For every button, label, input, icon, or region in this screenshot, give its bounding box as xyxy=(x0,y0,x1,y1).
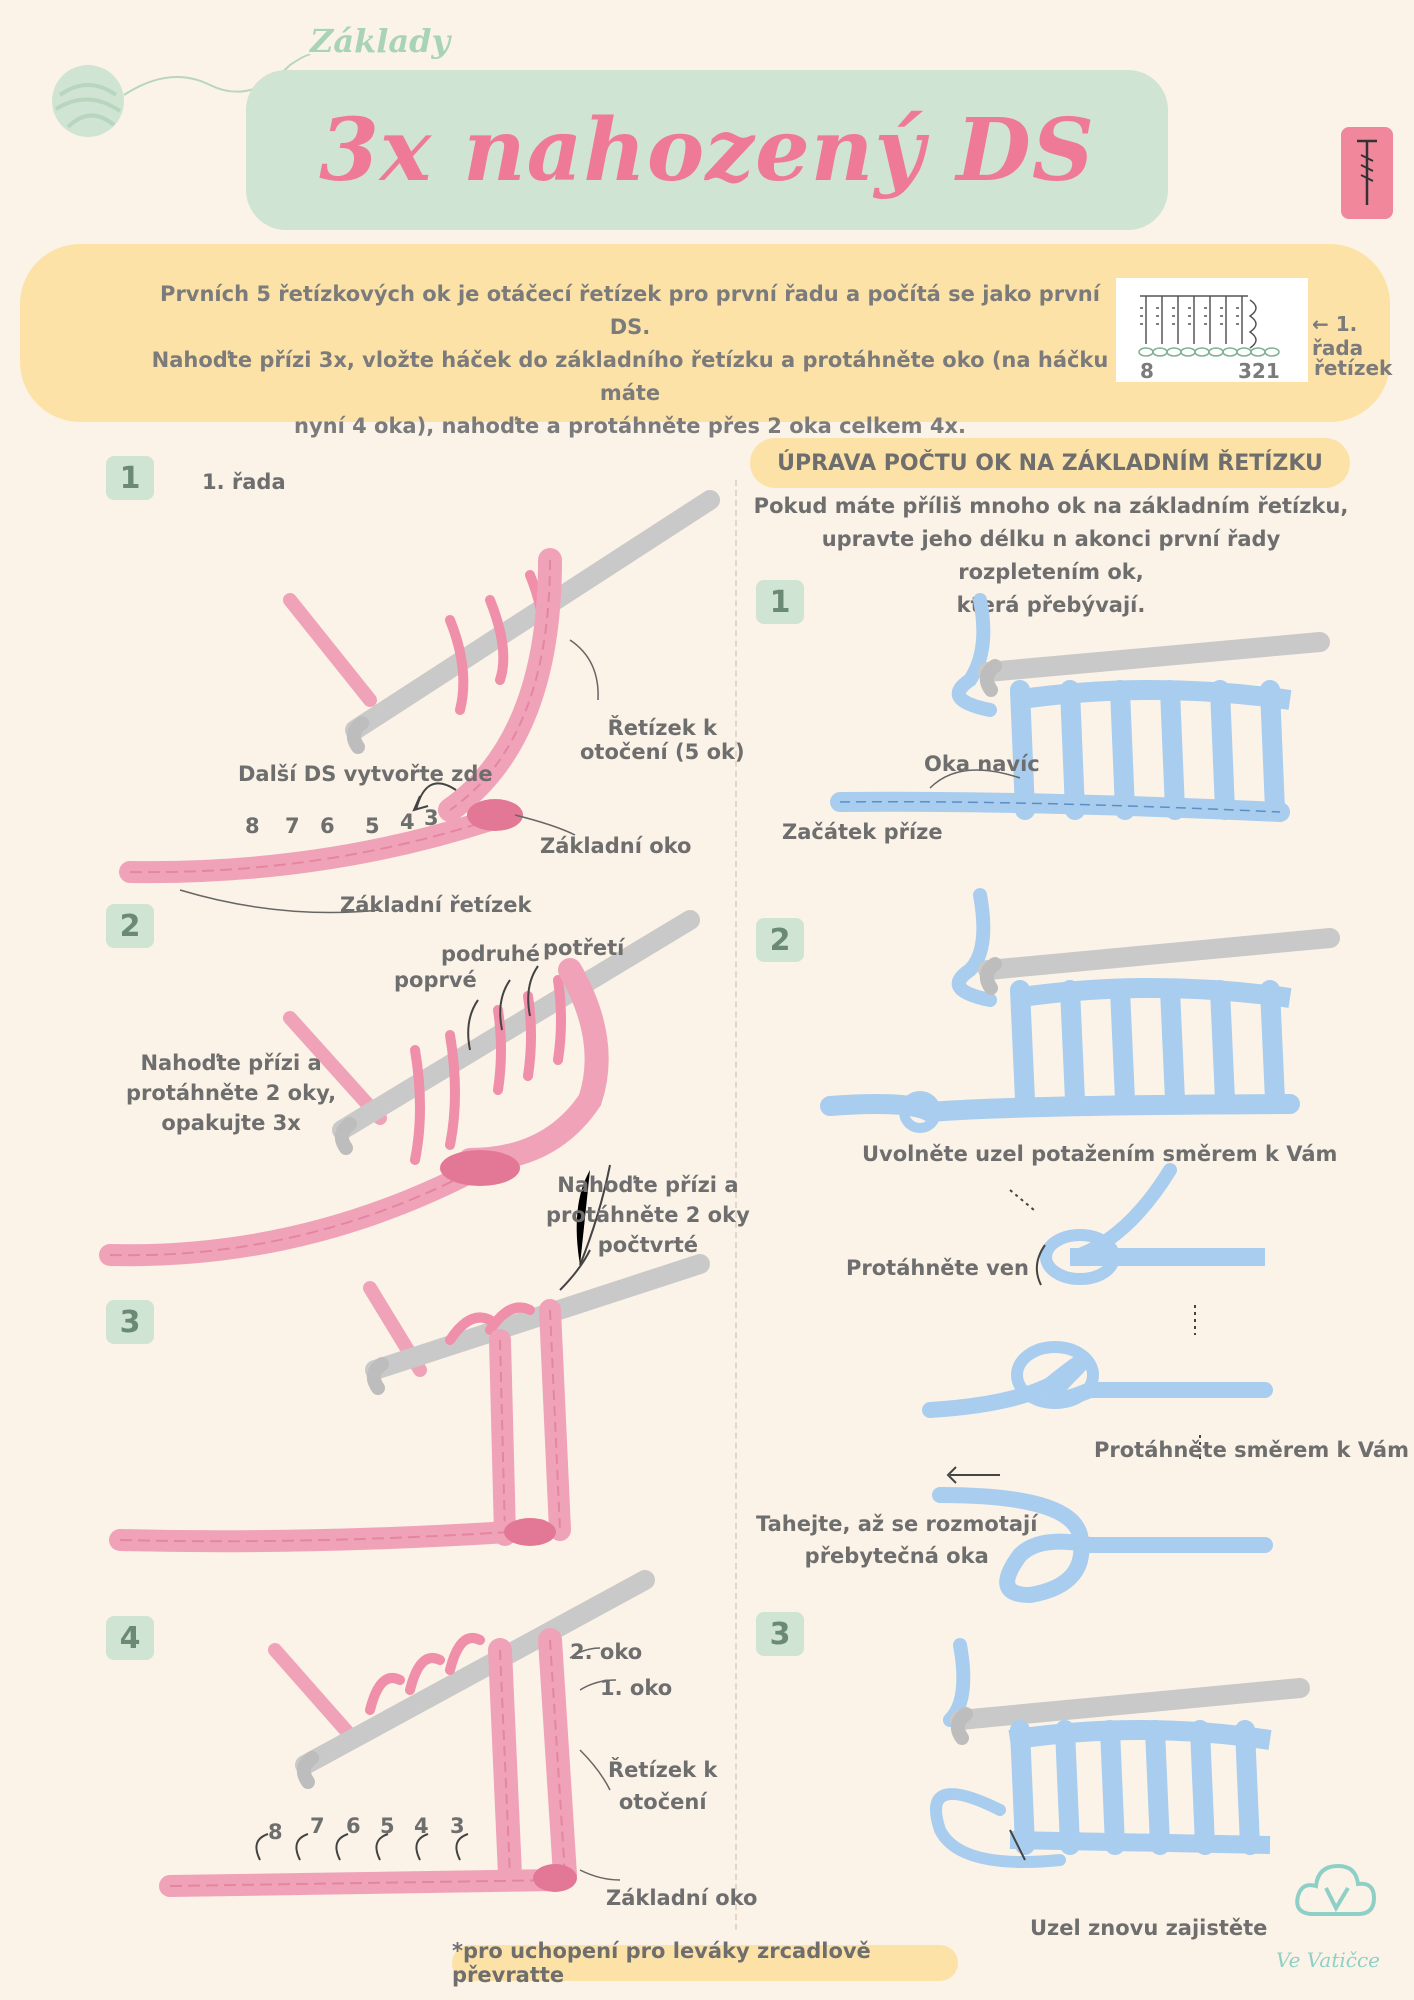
stitch-number: 8 xyxy=(268,1820,283,1844)
stitch-chart-graphic: 8 321 xyxy=(1138,295,1280,383)
symbol-tag xyxy=(1341,127,1393,219)
yarn-over-4-label: Nahoďte přízi a protáhněte 2 oky počtvrt… xyxy=(546,1170,750,1260)
yarn-start-label: Začátek příze xyxy=(782,820,943,844)
stitch-number: 5 xyxy=(380,1814,395,1838)
pull-toward-label: Protáhněte směrem k Vám xyxy=(1094,1438,1409,1462)
step-badge: 1 xyxy=(756,580,804,624)
yarn-over-line: opakujte 3x xyxy=(161,1111,301,1135)
secure-knot-label: Uzel znovu zajistěte xyxy=(1030,1916,1268,1940)
section-description: Pokud máte příliš mnoho ok na základním … xyxy=(748,490,1354,622)
loop-2-label: 2. oko xyxy=(570,1640,643,1664)
turning-chain-line: otočení (5 ok) xyxy=(580,740,745,764)
wrap-third-label: potřetí xyxy=(543,936,625,960)
stitch-number: 4 xyxy=(414,1814,429,1838)
chart-chain-label: řetízek xyxy=(1314,356,1393,380)
step4-illustration xyxy=(159,1570,655,1897)
chart-number-left: 8 xyxy=(1140,359,1154,383)
footer-note: *pro uchopení pro leváky zrcadlově převr… xyxy=(452,1939,958,1987)
step-badge: 2 xyxy=(106,904,154,948)
stitch-number: 7 xyxy=(285,814,300,838)
pull-until-line: Tahejte, až se rozmotají xyxy=(756,1512,1038,1536)
pull-until-line: přebytečná oka xyxy=(804,1544,989,1568)
turning-chain-line: Řetízek k xyxy=(608,1758,718,1782)
step3-illustration xyxy=(109,1249,710,1553)
intro-text: Prvních 5 řetízkových ok je otáčecí řetí… xyxy=(140,278,1120,443)
section-title: ÚPRAVA POČTU OK NA ZÁKLADNÍM ŘETÍZKU xyxy=(750,438,1350,488)
loosen-label: Uvolněte uzel potažením směrem k Vám xyxy=(862,1142,1338,1166)
next-ds-label: Další DS vytvořte zde xyxy=(238,762,493,786)
right-step2-illustration xyxy=(820,888,1340,1133)
extra-stitches-label: Oka navíc xyxy=(924,752,1040,776)
base-chain-label: Základní řetízek xyxy=(340,893,532,917)
stitch-number: 5 xyxy=(365,814,380,838)
stitch-chart: 8 321 xyxy=(1116,278,1308,383)
step2-illustration xyxy=(99,910,700,1267)
step1-illustration xyxy=(119,490,720,914)
intro-line: Prvních 5 řetízkových ok je otáčecí řetí… xyxy=(160,282,1100,339)
stitch-number: 8 xyxy=(245,814,260,838)
step-badge: 2 xyxy=(756,918,804,962)
triple-crochet-symbol-icon xyxy=(1357,139,1377,205)
intro-line: Nahoďte přízi 3x, vložte háček do základ… xyxy=(151,348,1109,405)
turning-chain-line: Řetízek k xyxy=(607,716,717,740)
stitch-number: 6 xyxy=(346,1814,361,1838)
wrap-first-label: poprvé xyxy=(394,968,477,992)
page-title: 3x nahozený DS xyxy=(319,99,1095,201)
yarn-ball-icon xyxy=(52,53,311,137)
stitch-number: 7 xyxy=(310,1814,325,1838)
turning-chain-label: Řetízek k otočení xyxy=(608,1754,717,1818)
yarn-over-line: protáhněte 2 oky, xyxy=(126,1081,337,1105)
stitch-number: 3 xyxy=(424,806,439,830)
yarn-over-4-line: počtvrté xyxy=(597,1233,699,1257)
yarn-over-label: Nahoďte přízi a protáhněte 2 oky, opakuj… xyxy=(126,1048,336,1138)
stitch-number: 4 xyxy=(400,810,415,834)
page-subtitle: Základy xyxy=(310,22,451,60)
pull-out-label: Protáhněte ven xyxy=(846,1256,1030,1280)
chart-number-right: 321 xyxy=(1238,359,1280,383)
turning-chain-line: otočení xyxy=(618,1790,707,1814)
step-badge: 3 xyxy=(106,1300,154,1344)
step-badge: 3 xyxy=(756,1612,804,1656)
chart-row-label: ← 1. řada xyxy=(1312,312,1364,360)
right-step3-illustration xyxy=(930,1638,1310,1868)
column-divider xyxy=(735,480,737,1930)
yarn-over-4-line: protáhněte 2 oky xyxy=(546,1203,750,1227)
right-step1-illustration xyxy=(830,593,1330,822)
unravel-sequence-illustration xyxy=(922,1163,1273,1604)
step-badge: 4 xyxy=(106,1616,154,1660)
step-badge: 1 xyxy=(106,456,154,500)
stitch-number: 3 xyxy=(450,1814,465,1838)
yarn-over-line: Nahoďte přízi a xyxy=(140,1051,322,1075)
loop-1-label: 1. oko xyxy=(600,1676,673,1700)
base-stitch-label: Základní oko xyxy=(606,1886,758,1910)
base-stitch-label: Základní oko xyxy=(540,834,692,858)
yarn-over-4-line: Nahoďte přízi a xyxy=(557,1173,739,1197)
turning-chain-label: Řetízek k otočení (5 ok) xyxy=(580,716,745,764)
chart-row-text: 1. řada xyxy=(1312,312,1364,360)
wrap-second-label: podruhé xyxy=(441,942,540,966)
pull-until-label: Tahejte, až se rozmotají přebytečná oka xyxy=(756,1508,1037,1572)
row-label: 1. řada xyxy=(202,470,286,494)
stitch-number: 6 xyxy=(320,814,335,838)
section-line: Pokud máte příliš mnoho ok na základním … xyxy=(753,494,1349,518)
logo-cloud-icon xyxy=(1295,1863,1377,1916)
intro-line: nyní 4 oka), nahoďte a protáhněte přes 2… xyxy=(294,414,966,438)
section-line: upravte jeho délku n akonci první řady r… xyxy=(821,527,1281,584)
logo-text: Ve Vatičce xyxy=(1276,1948,1381,1972)
title-banner: 3x nahozený DS xyxy=(246,70,1168,230)
